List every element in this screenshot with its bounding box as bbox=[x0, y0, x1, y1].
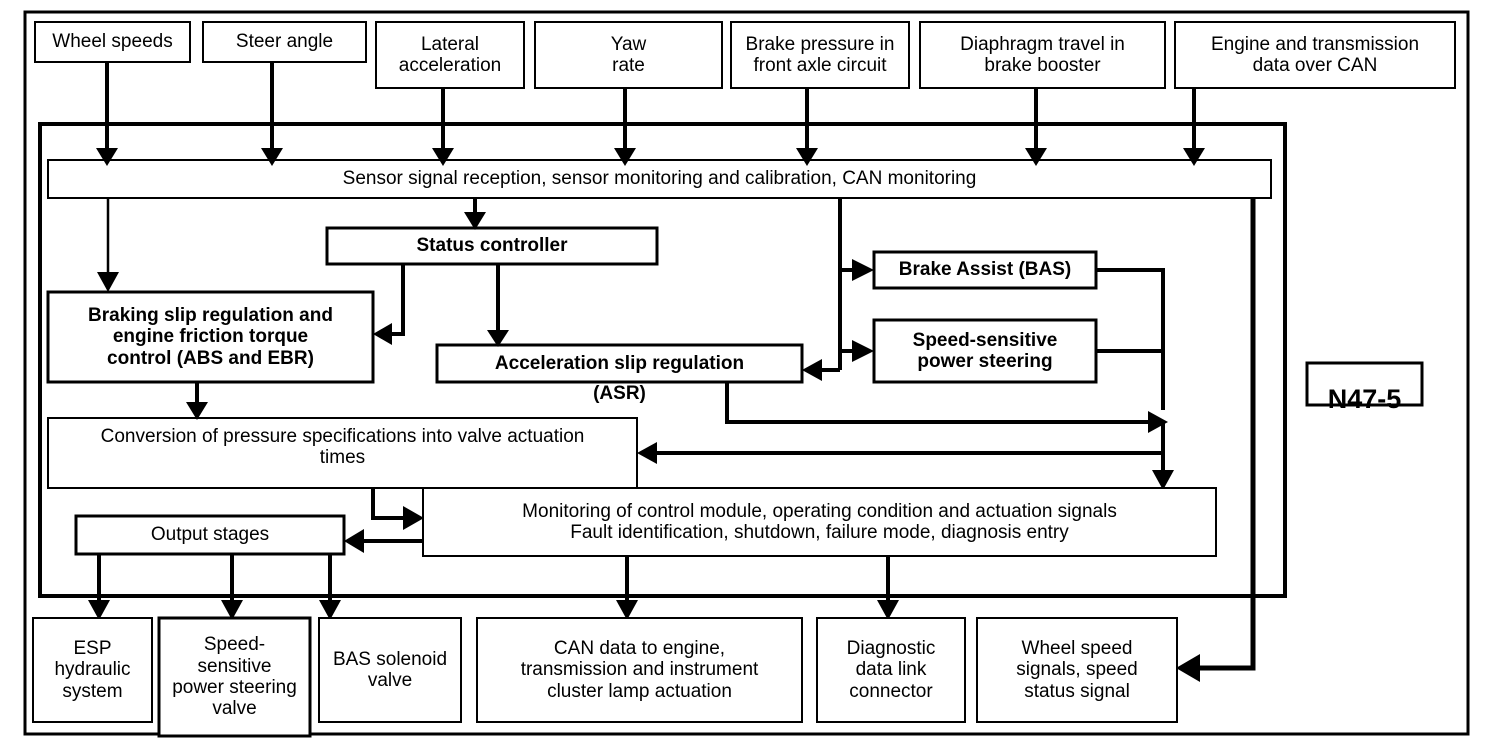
box-diagnostic-connector bbox=[816, 617, 966, 723]
box-brake-pressure bbox=[730, 21, 910, 89]
box-wheel-speed-signals bbox=[976, 617, 1178, 723]
box-id-label bbox=[1305, 361, 1424, 407]
box-bas-solenoid-valve bbox=[318, 617, 462, 723]
box-diaphragm-travel bbox=[919, 21, 1166, 89]
outer-frame bbox=[23, 10, 1470, 736]
box-engine-transmission bbox=[1174, 21, 1456, 89]
box-wheel-speeds bbox=[34, 21, 191, 63]
box-speed-sensitive-power-steering bbox=[872, 318, 1098, 384]
box-can-data-out bbox=[476, 617, 803, 723]
box-lateral-acceleration bbox=[375, 21, 525, 89]
control-module-frame bbox=[38, 122, 1287, 598]
box-acceleration-slip-regulation bbox=[435, 343, 804, 384]
box-brake-assist bbox=[872, 250, 1098, 290]
box-pressure-conversion bbox=[47, 417, 638, 489]
box-monitoring-fault bbox=[422, 487, 1217, 557]
box-steer-angle bbox=[202, 21, 367, 63]
box-yaw-rate bbox=[534, 21, 723, 89]
box-output-stages bbox=[74, 514, 346, 556]
box-status-controller bbox=[325, 226, 659, 266]
box-braking-slip-regulation bbox=[46, 290, 375, 384]
box-sensor-signal-reception bbox=[47, 159, 1272, 199]
box-speed-sensitive-valve bbox=[157, 616, 312, 738]
box-esp-hydraulic-system bbox=[32, 617, 153, 723]
